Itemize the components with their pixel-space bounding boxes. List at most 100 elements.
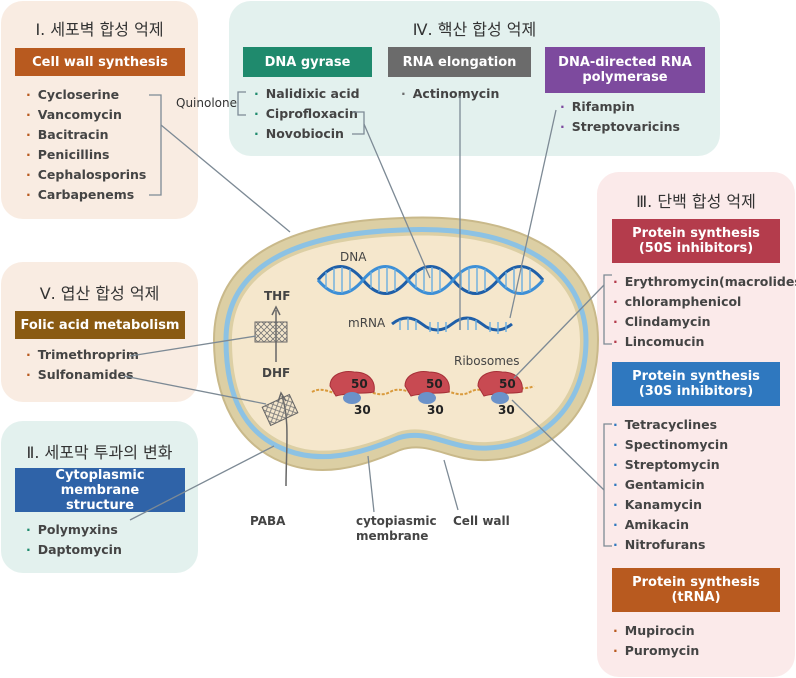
ribosome-2 xyxy=(404,371,450,404)
drug-list-trna: ·Mupirocin ·Puromycin xyxy=(613,621,699,661)
panel-folic-acid: Ⅴ. 엽산 합성 억제 Folic acid metabolism ·Trime… xyxy=(1,262,198,402)
drug-item: ·chloramphenicol xyxy=(613,294,742,309)
label-ribosomes: Ribosomes xyxy=(454,354,520,368)
drug-item: ·Rifampin xyxy=(560,99,635,114)
header-30s-inhibitors: Protein synthesis (30S inhibitors) xyxy=(612,362,780,406)
connector-cell-wall xyxy=(160,124,291,233)
ribosome-50s-label: 50 xyxy=(499,377,516,391)
header-line: structure xyxy=(65,497,135,513)
drug-item: ·Cephalosporins xyxy=(26,167,147,182)
drug-list-rna-elongation: ·Actinomycin xyxy=(401,84,499,104)
drug-item: ·Nitrofurans xyxy=(613,537,706,552)
drug-list-30s: ·Tetracyclines ·Spectinomycin ·Streptomy… xyxy=(613,415,728,555)
drug-item: ·Erythromycin(macrolides) xyxy=(613,274,796,289)
dna-helix xyxy=(316,265,545,295)
panel-protein-synthesis: Ⅲ. 단백 합성 억제 Protein synthesis (50S inhib… xyxy=(597,172,796,677)
panel-cell-wall: Ⅰ. 세포벽 합성 억제 Cell wall synthesis ·Cyclos… xyxy=(1,1,198,219)
header-dna-directed-rna-polymerase: DNA-directed RNA polymerase xyxy=(545,47,705,93)
label-quinolone: Quinolone xyxy=(176,96,237,110)
drug-item: ·Polymyxins xyxy=(26,522,118,537)
trimethoprim-block xyxy=(254,321,288,343)
arrow-head-up xyxy=(271,305,281,316)
connector-dna-gyrase xyxy=(363,123,431,279)
connector-sulfonamides xyxy=(123,375,267,405)
drug-item: ·Carbapenems xyxy=(26,187,135,202)
connector-cell-wall-label xyxy=(443,459,459,511)
panel-title-cell-wall: Ⅰ. 세포벽 합성 억제 xyxy=(35,20,164,39)
header-folic-acid-metabolism: Folic acid metabolism xyxy=(15,311,185,339)
label-dna: DNA xyxy=(340,250,367,264)
header-line: (50S inhibitors) xyxy=(638,241,754,256)
label-paba: PABA xyxy=(250,514,286,528)
header-line: polymerase xyxy=(582,70,668,85)
drug-item: ·Lincomucin xyxy=(613,334,705,349)
drug-item: ·Gentamicin xyxy=(613,477,705,492)
label-dhf: DHF xyxy=(262,366,291,380)
connector-rna-polymerase xyxy=(509,109,557,319)
label-thf: THF xyxy=(264,289,291,303)
drug-list-50s: ·Erythromycin(macrolides) ·chloramphenic… xyxy=(613,272,796,352)
ribosome-30s-label: 30 xyxy=(354,403,371,417)
connector-50s xyxy=(603,274,612,345)
drug-item: ·Bacitracin xyxy=(26,127,109,142)
cytoplasmic-membrane xyxy=(223,226,589,460)
connector-30s xyxy=(511,399,605,491)
ribosome-30s-label: 30 xyxy=(498,403,515,417)
drug-item: ·Cycloserine xyxy=(26,87,120,102)
mrna-strand xyxy=(391,316,513,334)
label-cell-wall: Cell wall xyxy=(453,514,510,528)
drug-item: ·Streptovaricins xyxy=(560,119,680,134)
drug-list-cell-wall: ·Cycloserine ·Vancomycin ·Bacitracin ·Pe… xyxy=(26,85,146,205)
header-trna: Protein synthesis (tRNA) xyxy=(612,568,780,612)
panel-title-protein-synthesis: Ⅲ. 단백 합성 억제 xyxy=(636,192,756,211)
header-line: (tRNA) xyxy=(671,590,721,605)
header-dna-gyrase: DNA gyrase xyxy=(243,47,372,77)
drug-item: ·Clindamycin xyxy=(613,314,711,329)
connector-novobiocin xyxy=(352,111,365,135)
drug-item: ·Streptomycin xyxy=(613,457,720,472)
panel-nucleic-acid: Ⅳ. 핵산 합성 억제 DNA gyrase RNA elongation DN… xyxy=(229,1,720,156)
header-line: DNA-directed RNA xyxy=(558,55,692,70)
connector-membrane xyxy=(129,445,275,521)
drug-item: ·Sulfonamides xyxy=(26,367,134,382)
drug-list-dna-gyrase: ·Nalidixic acid ·Ciprofloxacin ·Novobioc… xyxy=(254,84,360,144)
header-rna-elongation: RNA elongation xyxy=(388,47,531,77)
header-line: Cytoplasmic membrane xyxy=(55,467,145,498)
panel-title-membrane: Ⅱ. 세포막 투과의 변화 xyxy=(26,443,173,462)
connector-quinolone xyxy=(237,91,246,116)
drug-item: ·Trimethroprim xyxy=(26,347,139,362)
drug-list-folic-acid: ·Trimethroprim ·Sulfonamides xyxy=(26,345,139,385)
drug-list-rna-polymerase: ·Rifampin ·Streptovaricins xyxy=(560,97,680,137)
label-line: membrane xyxy=(356,529,429,543)
header-line: Protein synthesis xyxy=(632,226,760,241)
drug-item: ·Puromycin xyxy=(613,643,700,658)
ribosome-50s-label: 50 xyxy=(351,377,368,391)
header-line: (30S inhibitors) xyxy=(638,384,754,399)
sulfonamide-block xyxy=(261,393,299,427)
header-cytoplasmic-membrane: Cytoplasmic membrane structure xyxy=(15,467,185,513)
label-mrna: mRNA xyxy=(348,316,386,330)
drug-item: ·Amikacin xyxy=(613,517,690,532)
header-50s-inhibitors: Protein synthesis (50S inhibitors) xyxy=(612,219,780,263)
drug-item: ·Spectinomycin xyxy=(613,437,729,452)
connector-30s xyxy=(603,423,612,547)
panel-title-folic-acid: Ⅴ. 엽산 합성 억제 xyxy=(39,284,160,303)
drug-item: ·Ciprofloxacin xyxy=(254,106,358,121)
header-line: Protein synthesis xyxy=(632,575,760,590)
drug-item: ·Daptomycin xyxy=(26,542,122,557)
drug-item: ·Novobiocin xyxy=(254,126,344,141)
connector-cell-wall xyxy=(149,94,162,196)
drug-item: ·Mupirocin xyxy=(613,623,695,638)
connector-50s xyxy=(513,284,605,379)
panel-membrane: Ⅱ. 세포막 투과의 변화 Cytoplasmic membrane struc… xyxy=(1,421,198,573)
drug-item: ·Vancomycin xyxy=(26,107,122,122)
ribosome-1 xyxy=(329,371,375,404)
drug-item: ·Penicillins xyxy=(26,147,110,162)
ribosome-50s-label: 50 xyxy=(426,377,443,391)
connector-trimethoprim xyxy=(129,335,257,357)
header-cell-wall-synthesis: Cell wall synthesis xyxy=(15,48,185,76)
ribosome-30s-label: 30 xyxy=(427,403,444,417)
header-line: Protein synthesis xyxy=(632,369,760,384)
drug-list-membrane: ·Polymyxins ·Daptomycin xyxy=(26,520,122,560)
